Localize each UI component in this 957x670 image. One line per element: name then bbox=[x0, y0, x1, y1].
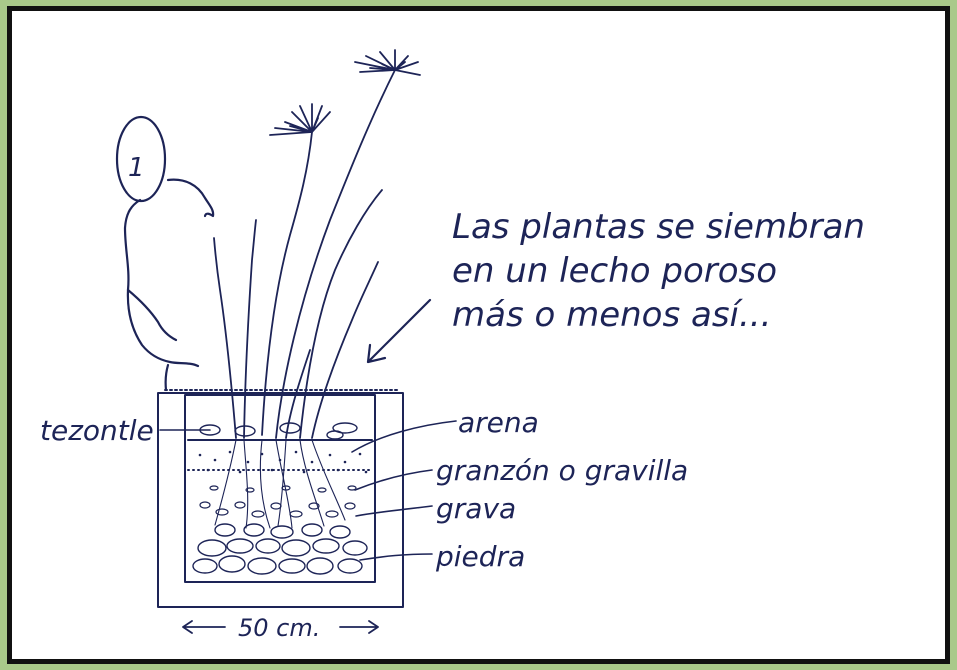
label-granzon: granzón o gravilla bbox=[436, 454, 688, 487]
planter-box bbox=[157, 389, 404, 608]
leader-lines bbox=[159, 420, 457, 561]
paper-sheet bbox=[7, 6, 950, 664]
stone-layer bbox=[192, 523, 368, 575]
caption-line-3: más o menos así... bbox=[452, 295, 771, 335]
plant-roots bbox=[214, 439, 346, 529]
dimension-line bbox=[182, 620, 379, 634]
dimension-label: 50 cm. bbox=[238, 614, 320, 642]
caption-line-2: en un lecho poroso bbox=[452, 251, 777, 291]
person-figure bbox=[115, 115, 215, 392]
caption-arrow bbox=[366, 298, 432, 364]
label-piedra: piedra bbox=[435, 540, 525, 573]
papyrus-plants bbox=[213, 49, 421, 439]
label-grava: grava bbox=[436, 492, 516, 525]
label-tezontle: tezontle bbox=[40, 414, 154, 447]
person-number: 1 bbox=[128, 153, 145, 183]
tezontle-surface bbox=[199, 422, 358, 440]
caption-line-1: Las plantas se siembran bbox=[452, 207, 865, 247]
label-arena: arena bbox=[458, 406, 539, 439]
